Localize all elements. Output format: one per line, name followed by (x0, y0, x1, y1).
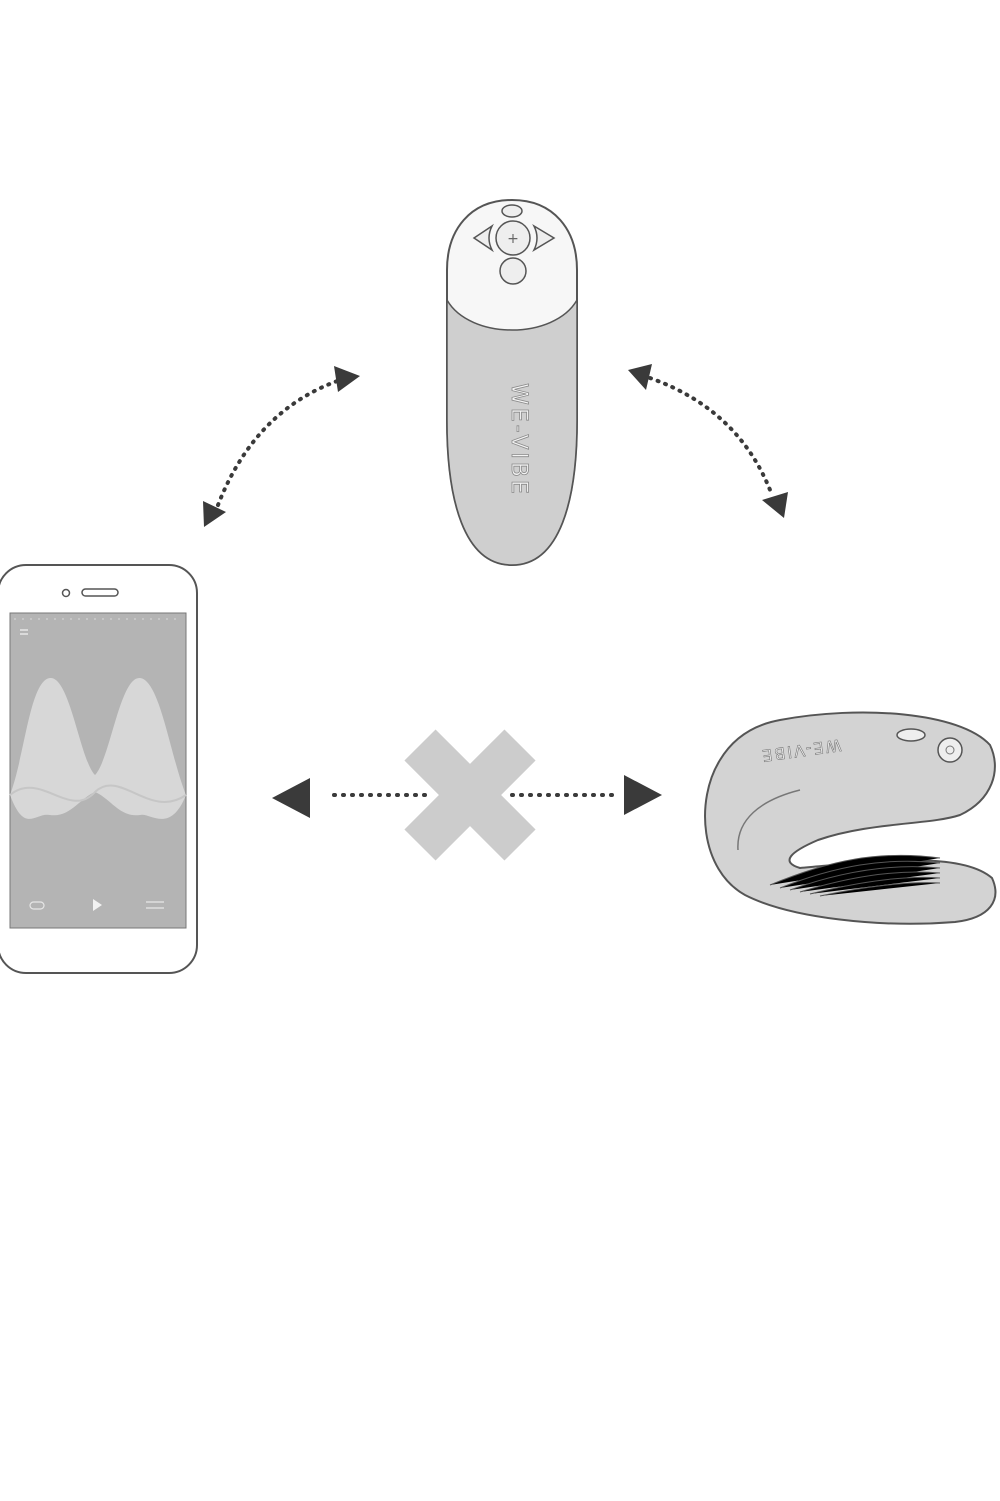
play-icon (93, 899, 102, 911)
remote-power-button (499, 257, 527, 285)
wave-pattern (10, 677, 186, 819)
arrowhead-icon (203, 501, 226, 527)
remote-right-button (532, 224, 556, 252)
remote-center-button (495, 220, 531, 256)
vibrator-button (896, 728, 926, 742)
phone-camera (61, 588, 71, 598)
arrowhead-left-icon (272, 778, 310, 818)
link-phone-vibrator-blocked (272, 729, 662, 861)
remote-brand-label: WE-VIBE (506, 383, 531, 497)
cross-icon (404, 729, 536, 861)
menu-icon (20, 629, 28, 635)
arrowhead-icon (628, 364, 652, 390)
arrowhead-icon (334, 366, 360, 392)
remote-control: + WE-VIBE (446, 198, 578, 567)
smartphone (0, 564, 198, 974)
vibrator-button (937, 737, 963, 763)
arrowhead-right-icon (624, 775, 662, 815)
settings-icon (146, 901, 164, 909)
remote-grip (446, 297, 578, 566)
arrowhead-icon (762, 492, 788, 518)
vibrator-texture (769, 854, 941, 897)
remote-left-button (472, 223, 494, 253)
plus-icon: + (507, 231, 519, 247)
phone-controls (29, 899, 164, 911)
phone-speaker (81, 588, 119, 597)
remote-top-button (501, 204, 523, 218)
link-remote-vibrator (628, 364, 788, 518)
cloud-icon (29, 901, 45, 910)
couples-vibrator: WE-VIBE (704, 711, 997, 925)
vibrator-inner-edge (737, 789, 801, 851)
link-phone-remote (203, 366, 360, 527)
